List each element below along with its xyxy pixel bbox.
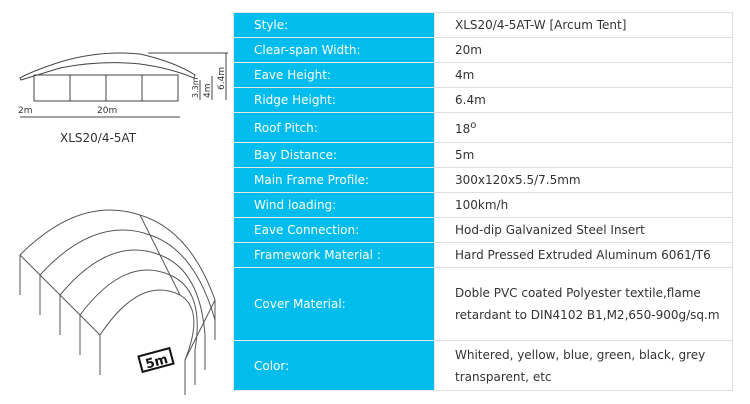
spec-value-text: 300x120x5.5/7.5mm xyxy=(455,173,581,187)
spec-value-text: 4m xyxy=(455,68,475,82)
spec-table: Style: XLS20/4-5AT-W [Arcum Tent] Clear-sp… xyxy=(233,12,733,391)
dim-h3: 6.4m xyxy=(217,67,227,90)
spec-label: Main Frame Profile: xyxy=(233,167,435,193)
spec-row: Wind loading: 100km/h xyxy=(233,192,733,218)
spec-value: 6.4m xyxy=(434,87,733,113)
degree-sup: o xyxy=(470,120,477,131)
spec-value-text: 18 xyxy=(455,122,471,136)
spec-value-text: 20m xyxy=(455,43,482,57)
spec-row: Main Frame Profile: 300x120x5.5/7.5mm xyxy=(233,167,733,193)
spec-value-text: 6.4m xyxy=(455,93,486,107)
tent-3d-frame-drawing xyxy=(19,209,216,395)
dim-h1: 3.3m xyxy=(191,77,200,98)
spec-row: Ridge Height: 6.4m xyxy=(233,87,733,113)
spec-value-text: XLS20/4-5AT-W [Arcum Tent] xyxy=(455,18,627,32)
model-caption: XLS20/4-5AT xyxy=(60,131,137,145)
dim-h2: 4m xyxy=(203,84,213,99)
spec-value: Hod-dip Galvanized Steel Insert xyxy=(434,217,733,243)
spec-row: Bay Distance: 5m xyxy=(233,142,733,168)
spec-row: Eave Connection: Hod-dip Galvanized Steel… xyxy=(233,217,733,243)
spec-row: Framework Material : Hard Pressed Extrude… xyxy=(233,242,733,268)
spec-value: 4m xyxy=(434,62,733,88)
spec-label: Wind loading: xyxy=(233,192,435,218)
spec-row: Color: Whitered, yellow, blue, green, bla… xyxy=(233,340,733,391)
spec-row: Style: XLS20/4-5AT-W [Arcum Tent] xyxy=(233,12,733,38)
spec-row: Eave Height: 4m xyxy=(233,62,733,88)
spec-value: 5m xyxy=(434,142,733,168)
spec-label: Cover Material: xyxy=(233,267,435,341)
spec-value-text: Hard Pressed Extruded Aluminum 6061/T6 xyxy=(455,248,711,262)
dim-bay: 5m xyxy=(144,352,170,372)
spec-value: XLS20/4-5AT-W [Arcum Tent] xyxy=(434,12,733,38)
spec-value: Hard Pressed Extruded Aluminum 6061/T6 xyxy=(434,242,733,268)
spec-label: Ridge Height: xyxy=(233,87,435,113)
spec-label: Roof Pitch: xyxy=(233,112,435,143)
spec-value: 300x120x5.5/7.5mm xyxy=(434,167,733,193)
spec-row: Cover Material: Doble PVC coated Polyeste… xyxy=(233,267,733,341)
spec-value-text: 5m xyxy=(455,148,475,162)
spec-value-text: Whitered, yellow, blue, green, black, gr… xyxy=(455,347,706,384)
spec-label: Eave Height: xyxy=(233,62,435,88)
spec-row: Roof Pitch:18o xyxy=(233,112,733,143)
spec-value: 100km/h xyxy=(434,192,733,218)
spec-label: Color: xyxy=(233,340,435,391)
spec-value: 18o xyxy=(434,112,733,143)
spec-label: Clear-span Width: xyxy=(233,37,435,63)
spec-value: 20m xyxy=(434,37,733,63)
tent-drawings: 2m 20m 3.3m 4m 6.4m 5m XLS20/4-5AT xyxy=(0,0,232,400)
spec-value: Doble PVC coated Polyester textile,flame… xyxy=(434,267,733,341)
spec-value-text: Hod-dip Galvanized Steel Insert xyxy=(455,223,645,237)
spec-value-text: 100km/h xyxy=(455,198,509,212)
spec-label: Bay Distance: xyxy=(233,142,435,168)
spec-label: Style: xyxy=(233,12,435,38)
spec-value-text: Doble PVC coated Polyester textile,flame… xyxy=(455,286,720,322)
dim-span: 20m xyxy=(97,106,117,116)
spec-label: Framework Material : xyxy=(233,242,435,268)
spec-value: Whitered, yellow, blue, green, black, gr… xyxy=(434,340,733,391)
spec-row: Clear-span Width: 20m xyxy=(233,37,733,63)
dim-side: 2m xyxy=(18,106,33,116)
spec-label: Eave Connection: xyxy=(233,217,435,243)
tent-elevation-drawing: 2m 20m 3.3m 4m 6.4m 5m xyxy=(18,52,228,395)
